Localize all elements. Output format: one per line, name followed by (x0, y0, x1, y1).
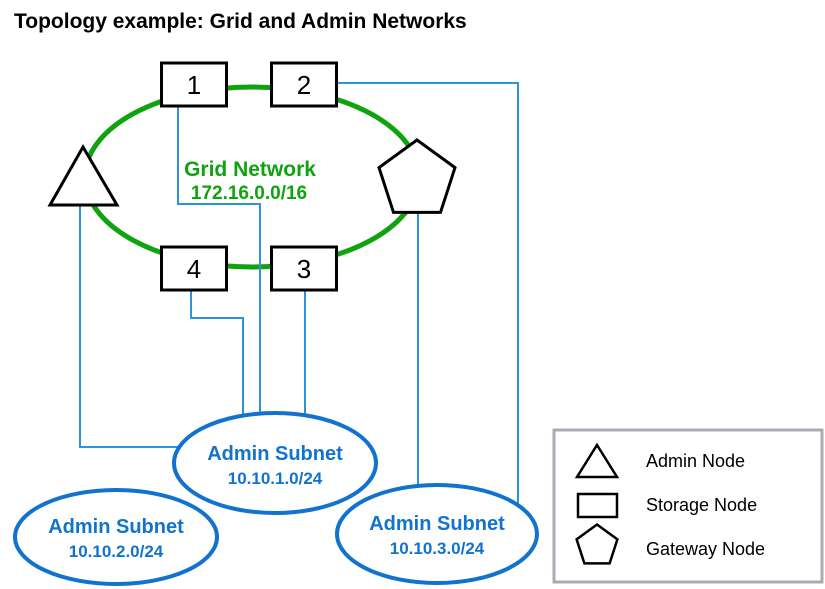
storage-node-1-box (160, 61, 228, 108)
storage-node-2: 2 (270, 61, 338, 108)
storage-node-4-box (160, 245, 228, 292)
admin-subnet-2-ellipse (13, 488, 219, 586)
storage-node-2-box (270, 61, 338, 108)
storage-node-4: 4 (160, 245, 228, 292)
connection-node2-subnet3 (337, 82, 519, 512)
admin-node-triangle (47, 144, 120, 207)
legend-square-icon (576, 492, 619, 519)
admin-subnet-1: Admin Subnet 10.10.1.0/24 (172, 411, 378, 515)
storage-node-4-label: 4 (187, 254, 201, 284)
admin-subnet-3-cidr: 10.10.3.0/24 (390, 539, 485, 558)
admin-subnet-2-label: Admin Subnet (48, 516, 184, 538)
legend-admin-node-label: Admin Node (646, 451, 745, 471)
admin-subnet-3-ellipse (335, 483, 539, 585)
legend-storage-node-label: Storage Node (646, 495, 757, 515)
connection-node4-subnet1 (190, 290, 244, 425)
legend-pentagon-icon (575, 522, 619, 565)
admin-subnet-2-cidr: 10.10.2.0/24 (69, 542, 164, 561)
storage-node-3: 3 (270, 245, 338, 292)
admin-subnet-3: Admin Subnet 10.10.3.0/24 (335, 483, 539, 585)
admin-subnet-1-label: Admin Subnet (207, 443, 343, 465)
grid-network-cidr: 172.16.0.0/16 (191, 183, 307, 204)
grid-network-label: Grid Network (184, 158, 316, 181)
storage-node-1: 1 (160, 61, 228, 108)
admin-subnet-3-label: Admin Subnet (369, 513, 505, 535)
gateway-node-pentagon (377, 138, 457, 214)
admin-subnet-1-cidr: 10.10.1.0/24 (228, 469, 323, 488)
legend-triangle-icon (574, 442, 620, 479)
legend: Admin Node Storage Node Gateway Node (552, 428, 824, 584)
diagram-title: Topology example: Grid and Admin Network… (14, 10, 467, 33)
connection-node1-subnet1 (177, 106, 261, 425)
storage-node-2-label: 2 (297, 70, 311, 100)
connection-admin-subnet1 (79, 205, 188, 448)
storage-node-3-label: 3 (297, 254, 311, 284)
storage-node-3-box (270, 245, 338, 292)
admin-subnet-1-ellipse (172, 411, 378, 515)
storage-node-1-label: 1 (187, 70, 201, 100)
legend-gateway-node-label: Gateway Node (646, 539, 765, 559)
admin-subnet-2: Admin Subnet 10.10.2.0/24 (13, 488, 219, 586)
